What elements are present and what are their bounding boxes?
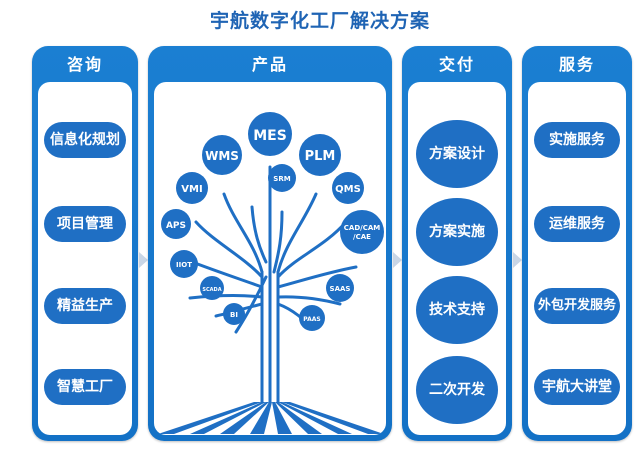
deliver-header: 交付	[438, 55, 475, 74]
node-aps[interactable]	[161, 209, 191, 239]
service-item-lecture[interactable]: 宇航大讲堂	[534, 369, 620, 405]
node-srm-label: SRM	[273, 175, 290, 183]
node-bi-label: BI	[230, 311, 238, 319]
consult-item-planning[interactable]: 信息化规划	[44, 122, 126, 158]
deliver-column: 交付 方案设计 方案实施 技术支持 二次开发	[402, 46, 512, 441]
arrow-right-icon	[513, 252, 522, 268]
node-wms[interactable]	[202, 135, 242, 175]
deliver-item-support[interactable]: 技术支持	[416, 276, 498, 344]
consult-column: 咨询 信息化规划 项目管理 精益生产 智慧工厂	[32, 46, 138, 441]
product-header: 产品	[251, 55, 288, 74]
deliver-item-dev[interactable]: 二次开发	[416, 356, 498, 424]
node-bi[interactable]	[223, 303, 245, 325]
node-saas[interactable]	[326, 274, 354, 302]
node-plm-label: PLM	[305, 149, 336, 164]
node-paas-label: PAAS	[303, 316, 320, 323]
node-saas-label: SAAS	[330, 285, 351, 293]
consult-item-project-mgmt[interactable]: 项目管理	[44, 206, 126, 242]
service-header: 服务	[558, 55, 595, 74]
node-plm[interactable]	[299, 134, 341, 176]
service-item-outsourcing[interactable]: 外包开发服务	[534, 288, 620, 324]
node-qms[interactable]	[332, 172, 364, 204]
service-item-implementation[interactable]: 实施服务	[534, 122, 620, 158]
arrow-right-icon	[139, 252, 148, 268]
node-cad-label-1: CAD/CAM	[344, 224, 380, 232]
arrow-right-icon	[393, 252, 402, 268]
node-scada-label: SCADA	[202, 287, 221, 293]
consult-header: 咨询	[66, 55, 103, 74]
node-cad-label-2: /CAE	[353, 233, 371, 241]
consult-item-lean[interactable]: 精益生产	[44, 288, 126, 324]
node-iiot[interactable]	[170, 250, 198, 278]
node-vmi-label: VMI	[181, 184, 202, 195]
service-column: 服务 实施服务 运维服务 外包开发服务 宇航大讲堂	[522, 46, 632, 441]
node-aps-label: APS	[166, 221, 186, 231]
node-vmi[interactable]	[176, 172, 208, 204]
tree-diagram: MES WMS PLM VMI SRM QMS APS CAD/CAM /CAE…	[158, 112, 384, 434]
node-paas[interactable]	[299, 305, 325, 331]
consult-item-smart-factory[interactable]: 智慧工厂	[44, 369, 126, 405]
page-title: 宇航数字化工厂解决方案	[209, 10, 430, 32]
node-scada[interactable]	[200, 276, 224, 300]
product-column: 产品	[148, 46, 392, 441]
node-wms-label: WMS	[205, 149, 239, 163]
deliver-item-implement[interactable]: 方案实施	[416, 198, 498, 266]
node-srm[interactable]	[268, 164, 296, 192]
product-tree: MES WMS PLM VMI SRM QMS APS CAD/CAM /CAE…	[154, 82, 386, 435]
node-qms-label: QMS	[335, 184, 361, 195]
node-mes-label: MES	[253, 128, 287, 144]
deliver-item-design[interactable]: 方案设计	[416, 120, 498, 188]
node-mes[interactable]	[248, 112, 292, 156]
node-iiot-label: IIOT	[176, 261, 192, 269]
node-cad[interactable]	[340, 210, 384, 254]
service-item-ops[interactable]: 运维服务	[534, 206, 620, 242]
